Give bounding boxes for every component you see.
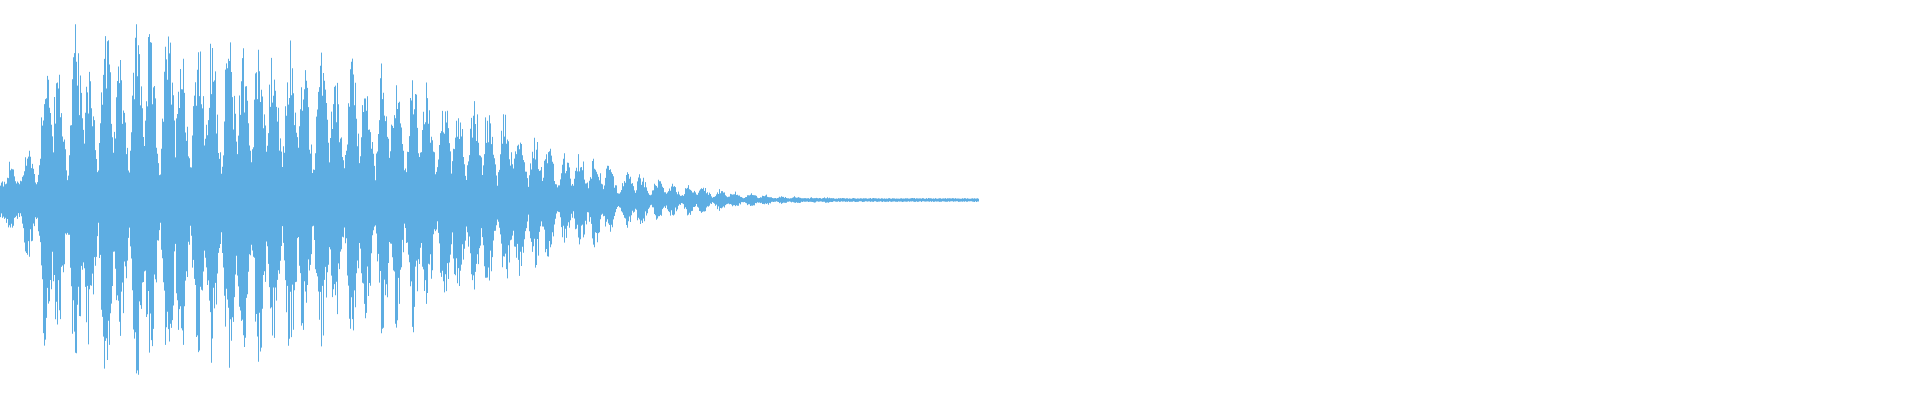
waveform-graphic xyxy=(0,24,979,375)
